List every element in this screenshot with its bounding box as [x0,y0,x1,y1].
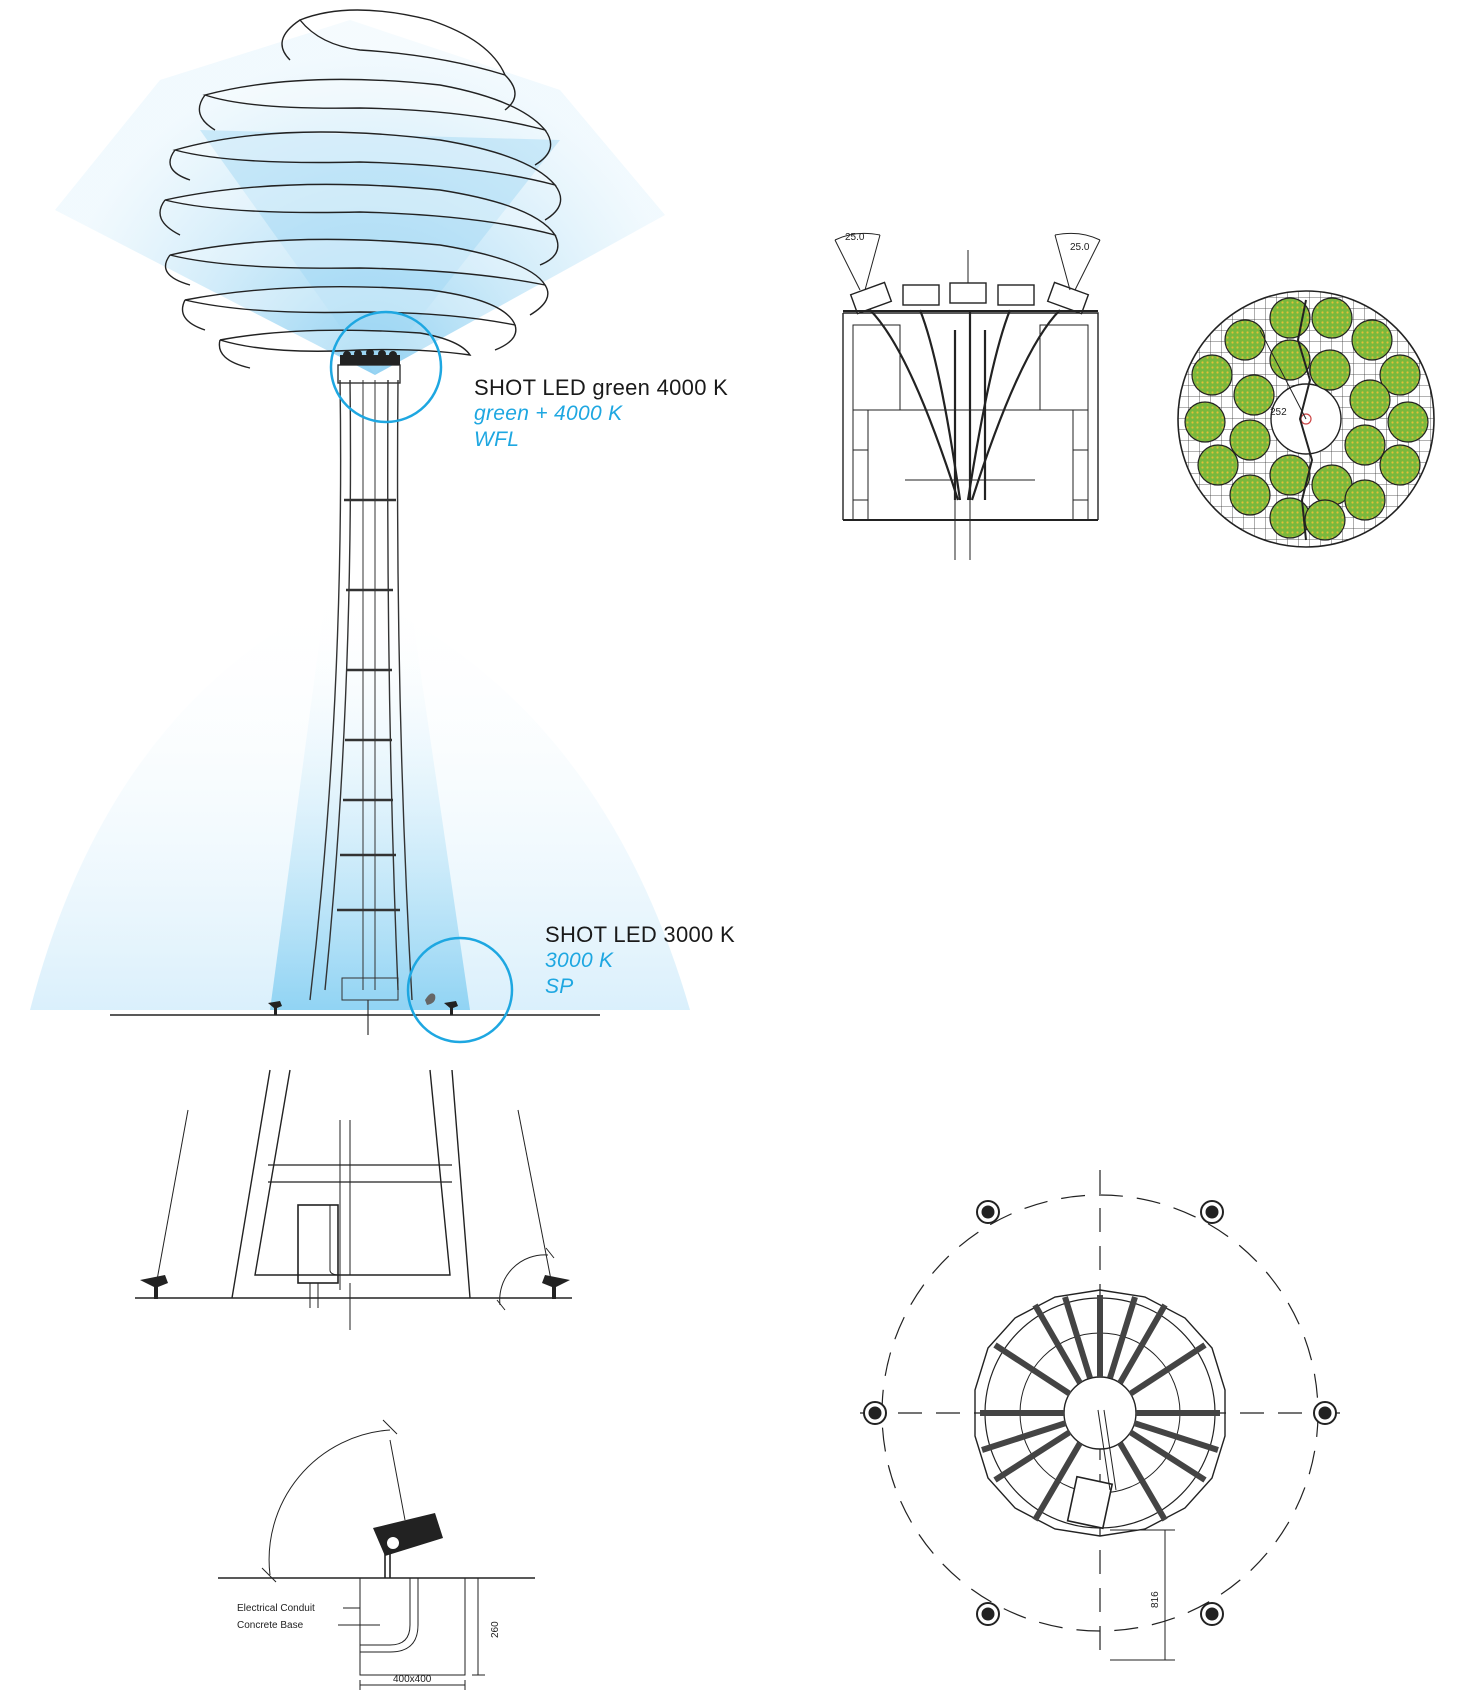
anchor-bolts [863,1200,1337,1626]
head-section [834,232,1101,560]
top-luminaire-color: green + 4000 K [474,402,623,425]
pole-elevation [30,9,690,1044]
base-detail [218,1419,535,1690]
ground-luminaire-label: SHOT LED 3000 K 3000 K SP [545,922,735,1000]
ground-luminaire-optic: SP [545,975,574,998]
head-plan [1177,290,1435,548]
foundation-plan [860,1170,1345,1661]
head-section-angle-right: 25.0 [1070,242,1090,253]
concrete-base-label: Concrete Base [237,1620,304,1631]
head-plan-radius: 252 [1270,407,1287,418]
ground-spotlights [268,1001,458,1015]
head-section-angle-left: 25.0 [845,232,865,243]
base-width-label: 400x400 [393,1674,432,1685]
top-luminaire-optic: WFL [474,428,520,451]
conduit-label: Electrical Conduit [237,1603,315,1614]
ground-luminaire-title: SHOT LED 3000 K [545,922,735,947]
foundation-dimension: 816 [1150,1591,1161,1608]
base-height-label: 260 [490,1621,501,1638]
top-luminaire-label: SHOT LED green 4000 K green + 4000 K WFL [474,375,728,453]
top-luminaire-title: SHOT LED green 4000 K [474,375,729,400]
callout-circle-top [329,310,443,424]
canopy-light-beam [55,20,665,375]
ground-luminaire-color: 3000 K [545,949,614,972]
pole-base-elevation [135,1069,572,1330]
foundation-ribs [980,1295,1220,1522]
callout-circle-bottom [406,936,514,1044]
canopy-ribbons [159,9,562,369]
pole-structure [309,364,413,1035]
top-luminaires [340,349,400,365]
head-plan-leds [1184,297,1429,541]
